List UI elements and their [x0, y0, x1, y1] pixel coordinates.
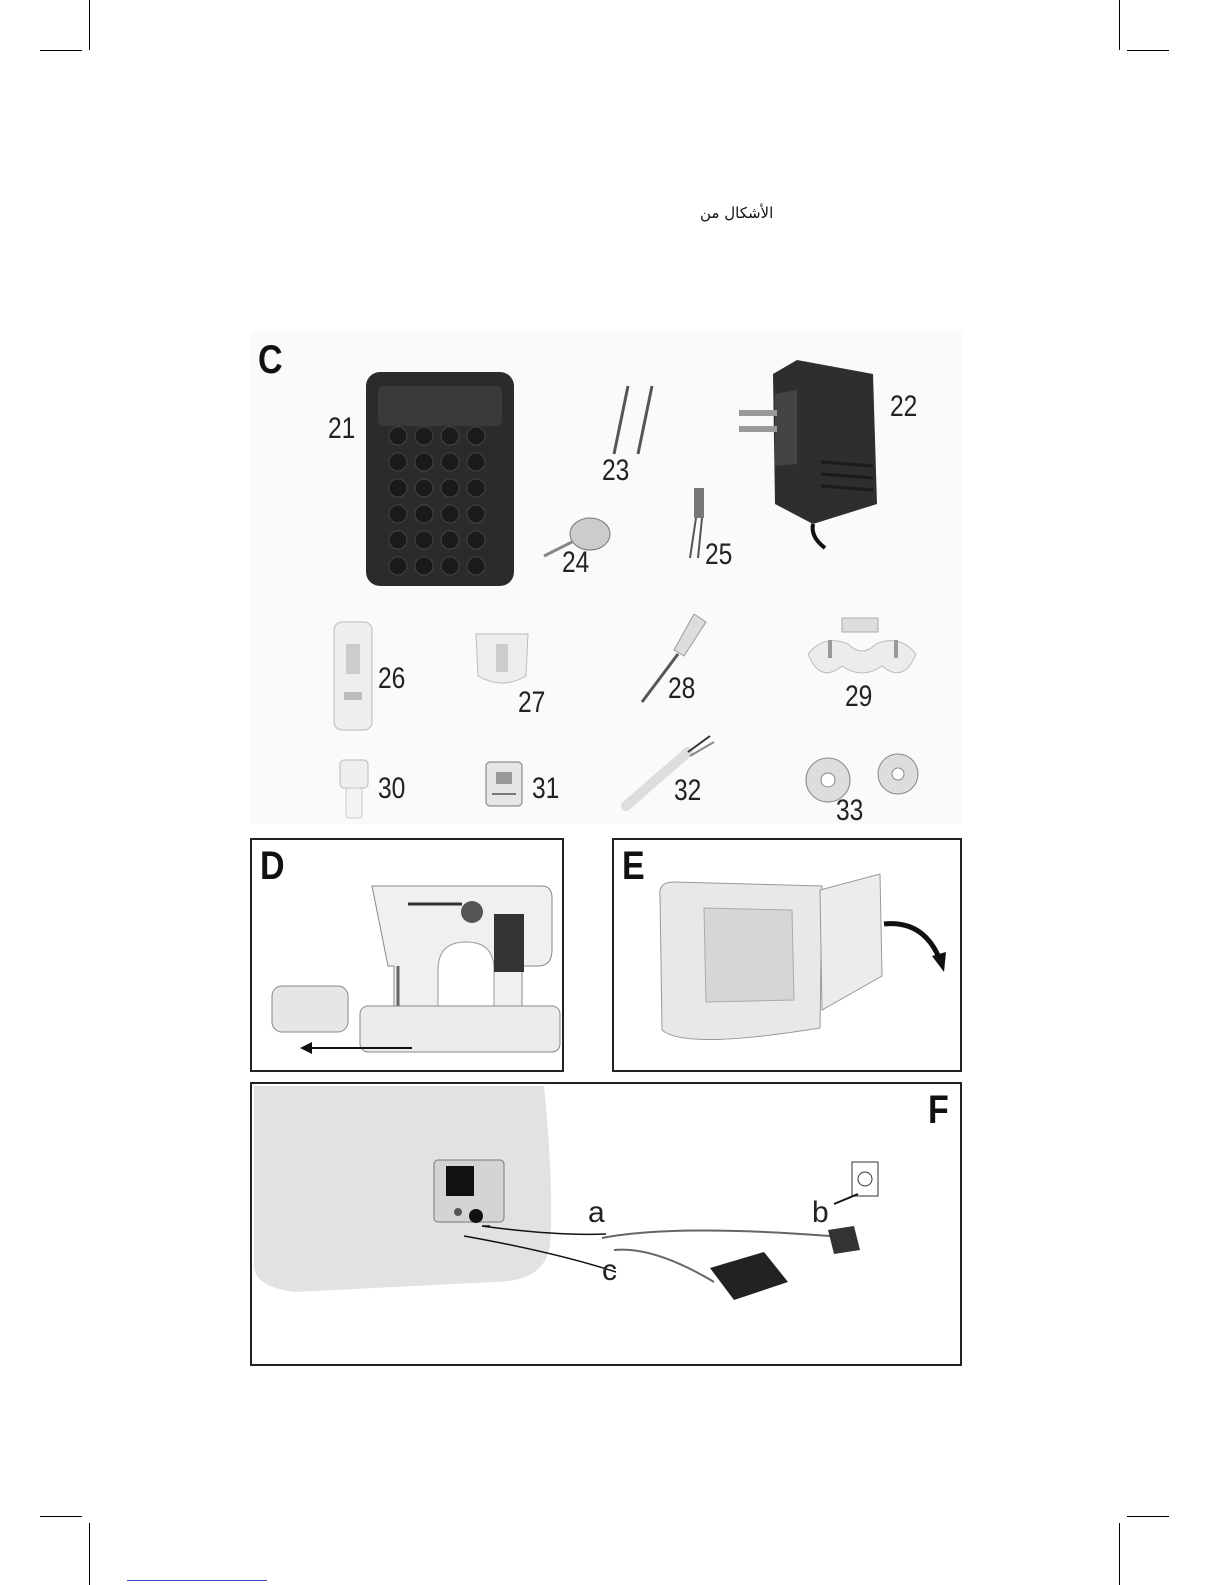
machine-rear-connection-image [254, 1086, 958, 1364]
part-label-26: 26 [378, 662, 405, 696]
crop-mark-bottom-left-h [40, 1516, 82, 1517]
crop-mark-top-right-v [1119, 0, 1120, 50]
zipper-foot-image [470, 628, 534, 694]
panel-e: E [612, 838, 962, 1072]
crop-mark-bottom-right-v [1119, 1523, 1120, 1585]
panel-f: F a b c [250, 1082, 962, 1366]
spool-cap-image [334, 756, 374, 822]
cable-image [618, 732, 718, 812]
needles-image [600, 382, 670, 462]
panel-d: D [250, 838, 564, 1072]
panel-letter-e: E [622, 844, 645, 889]
bobbins-image [800, 752, 930, 808]
crop-mark-top-left-v [89, 0, 90, 50]
power-adapter-image [735, 354, 885, 550]
accessory-box-image [644, 860, 960, 1070]
spool-holder-image [804, 614, 920, 686]
sewing-machine-image [262, 870, 562, 1070]
part-label-21: 21 [328, 412, 355, 446]
presser-foot-image [328, 618, 378, 734]
part-label-27: 27 [518, 686, 545, 720]
part-label-22: 22 [890, 390, 917, 424]
metal-foot-image [482, 758, 526, 810]
foot-pedal-image [362, 368, 518, 590]
part-label-28: 28 [668, 672, 695, 706]
header-text: الأشكال من [700, 204, 773, 222]
crop-mark-top-left-h [40, 50, 82, 51]
part-label-24: 24 [562, 546, 589, 580]
crop-mark-top-right-h [1127, 50, 1169, 51]
part-label-33: 33 [836, 794, 863, 828]
footer-link-underline [127, 1580, 267, 1581]
panel-letter-c: C [258, 338, 283, 383]
callout-a: a [588, 1196, 605, 1230]
panel-c: C 21 22 23 24 [250, 332, 962, 824]
part-label-31: 31 [532, 772, 559, 806]
part-label-32: 32 [674, 774, 701, 808]
part-label-23: 23 [602, 454, 629, 488]
crop-mark-bottom-right-h [1127, 1516, 1169, 1517]
crop-mark-bottom-left-v [89, 1523, 90, 1585]
part-label-25: 25 [705, 538, 732, 572]
callout-c: c [602, 1254, 617, 1288]
callout-b: b [812, 1196, 829, 1230]
part-label-30: 30 [378, 772, 405, 806]
part-label-29: 29 [845, 680, 872, 714]
